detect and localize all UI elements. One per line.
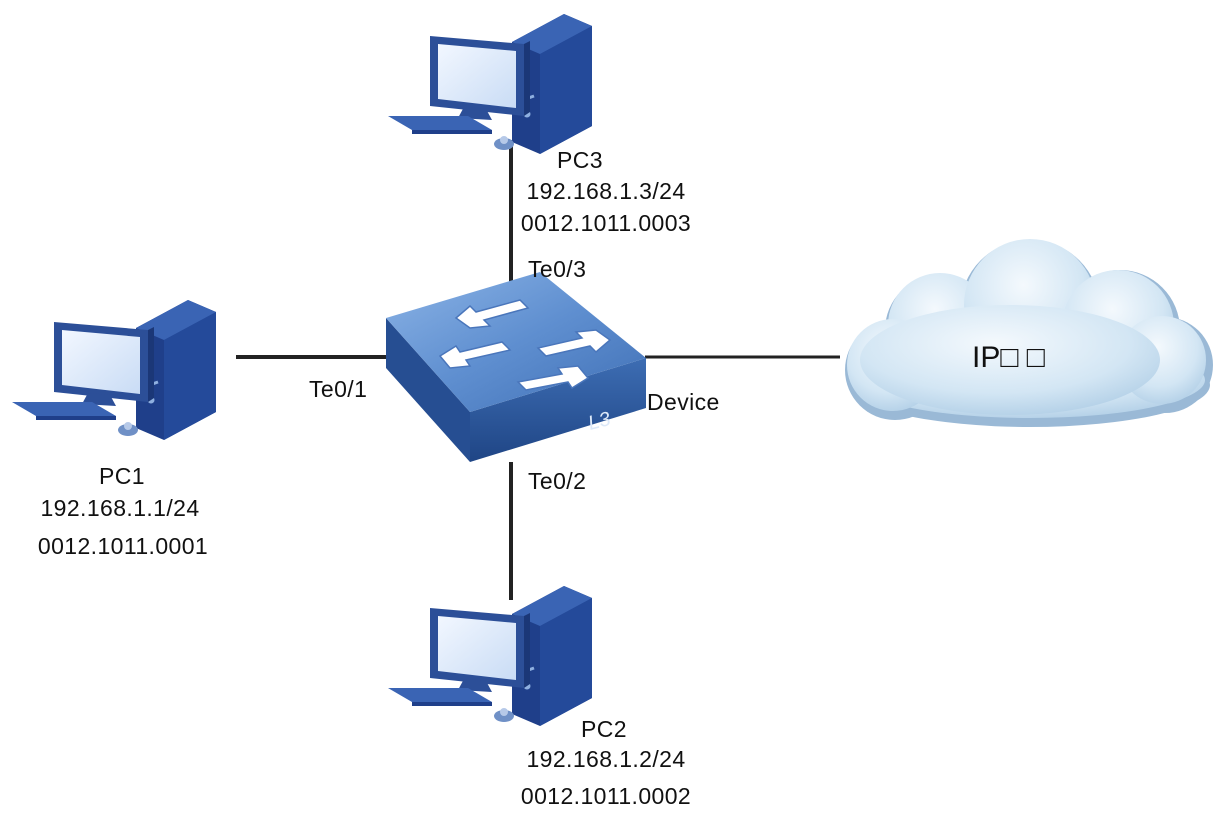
port-pc2-label: Te0/2 [528, 468, 587, 494]
pc2-mac: 0012.1011.0002 [520, 783, 692, 809]
layer3-switch-icon: L3 [386, 272, 646, 462]
pc1-desktop-icon [10, 298, 218, 442]
port-pc3-label: Te0/3 [528, 256, 587, 282]
pc3-ip: 192.168.1.3/24 [526, 178, 686, 204]
links [236, 140, 840, 600]
cloud-icon [845, 239, 1213, 427]
pc1-ip: 192.168.1.1/24 [40, 495, 200, 521]
pc1-mac: 0012.1011.0001 [37, 533, 209, 559]
device-badge: L3 [586, 408, 613, 435]
pc3-mac: 0012.1011.0003 [520, 210, 692, 236]
pc3-desktop-icon [386, 12, 594, 156]
pc3-name: PC3 [557, 147, 603, 173]
port-pc1-label: Te0/1 [309, 376, 368, 402]
cloud-label: IP□ □ [972, 341, 1045, 374]
pc2-name: PC2 [581, 716, 627, 742]
device-name: Device [647, 389, 720, 415]
pc2-ip: 192.168.1.2/24 [526, 746, 686, 772]
pc2-desktop-icon [386, 584, 594, 728]
pc1-name: PC1 [99, 463, 145, 489]
